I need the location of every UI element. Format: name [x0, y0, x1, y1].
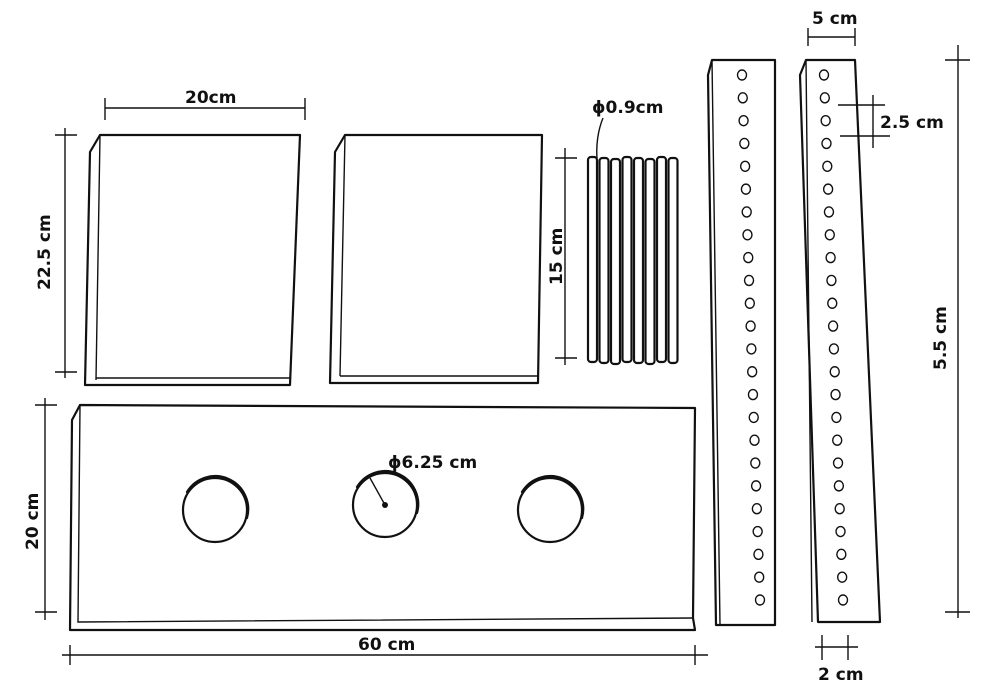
- board-hole: [351, 471, 419, 539]
- rod-length-label: 15 cm: [547, 228, 567, 285]
- strip-hole: [831, 411, 842, 424]
- strip-hole: [833, 480, 845, 492]
- hole-spacing-label: 2.5 cm: [880, 113, 944, 133]
- strip-hole: [736, 69, 748, 81]
- board-hole-edge: [185, 475, 250, 520]
- strip-hole: [822, 160, 833, 173]
- square-panel-2: [328, 133, 544, 385]
- strip-hole: [818, 69, 830, 81]
- hole-center-dot: [382, 502, 388, 508]
- board-length-label: 60 cm: [358, 635, 415, 655]
- strip-hole: [836, 548, 847, 561]
- strip-hole: [741, 206, 752, 218]
- strip-hole: [740, 183, 752, 195]
- strip-hole: [837, 594, 849, 606]
- strip-hole: [753, 548, 764, 561]
- strip-hole: [754, 594, 766, 606]
- strip-hole: [747, 388, 759, 401]
- perforated-strip-2: [798, 58, 882, 624]
- strip-hole: [750, 480, 762, 492]
- strip-thickness-label: 2 cm: [818, 665, 864, 685]
- board-hole: [516, 476, 584, 544]
- panel-height-label: 22.5 cm: [35, 214, 55, 290]
- strip-hole: [751, 502, 763, 515]
- rod: [632, 156, 645, 365]
- radius-line: [369, 477, 386, 506]
- strip-hole: [820, 114, 831, 127]
- strip-hole: [743, 251, 754, 264]
- strip-hole: [824, 229, 835, 241]
- rod: [598, 156, 610, 365]
- strip-hole: [821, 137, 832, 150]
- strip-hole: [822, 183, 834, 195]
- square-panel-1: [83, 133, 302, 387]
- strip-hole: [738, 114, 749, 127]
- hole-diameter-label: ϕ6.25 cm: [388, 453, 477, 473]
- strip-hole: [742, 229, 753, 241]
- strip-hole: [832, 457, 844, 469]
- strip-hole: [745, 320, 756, 332]
- panel-width-label: 20cm: [185, 88, 236, 108]
- board-hole-edge: [520, 475, 585, 520]
- board-height-label: 20 cm: [23, 493, 43, 550]
- base-board: [68, 403, 697, 632]
- strip-hole: [827, 297, 838, 309]
- strip-hole: [836, 571, 848, 583]
- strip-hole: [830, 388, 841, 401]
- perforated-strip-1: [706, 58, 777, 627]
- strip-hole: [737, 92, 748, 104]
- strip-hole: [744, 297, 756, 309]
- strip-hole: [754, 571, 765, 583]
- strip-hole: [832, 434, 843, 446]
- strip-hole: [746, 366, 758, 378]
- strip-width-label: 5 cm: [812, 9, 858, 29]
- strip-hole: [827, 320, 839, 332]
- rod: [621, 155, 633, 364]
- strip-hole: [749, 434, 760, 446]
- rod: [655, 155, 668, 364]
- board-hole-edge: [355, 470, 420, 515]
- strip-hole: [739, 160, 751, 173]
- strip-hole: [834, 502, 845, 515]
- rod-diameter-label: ϕ0.9cm: [592, 98, 663, 118]
- strip-hole: [835, 525, 846, 538]
- strip-hole: [823, 206, 835, 218]
- strip-hole: [829, 366, 840, 378]
- strip-length-label: 5.5 cm: [931, 306, 951, 370]
- strip-hole: [819, 92, 831, 104]
- rods-bundle: [586, 155, 679, 366]
- board-hole: [181, 476, 249, 544]
- strip-hole: [739, 137, 750, 150]
- strip-hole: [748, 411, 759, 424]
- rod: [586, 155, 599, 364]
- strip-hole: [743, 274, 755, 287]
- strip-hole: [750, 457, 761, 469]
- rod: [667, 156, 679, 365]
- strip-hole: [746, 343, 757, 355]
- strip-hole: [825, 251, 836, 264]
- strip-hole: [752, 525, 763, 538]
- rod: [644, 157, 656, 366]
- strip-hole: [828, 343, 840, 355]
- strip-hole: [826, 274, 837, 287]
- rod: [609, 157, 622, 366]
